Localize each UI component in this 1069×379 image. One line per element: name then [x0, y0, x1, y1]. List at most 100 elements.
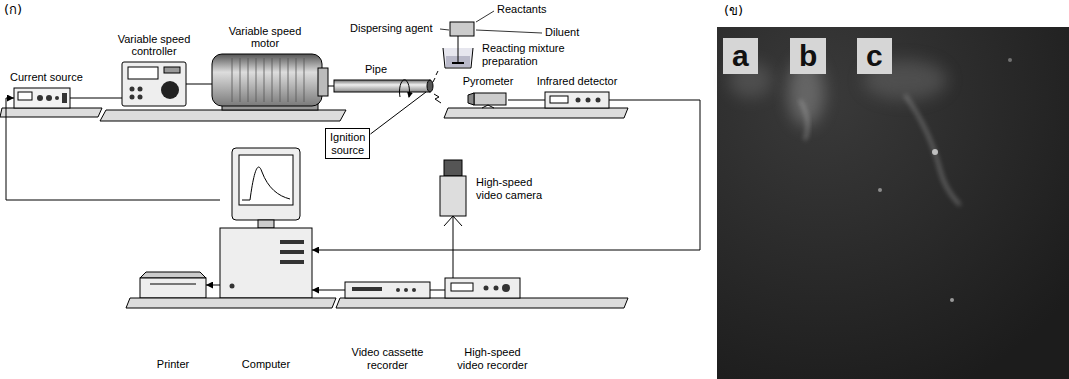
rotating-pipe-part	[400, 80, 410, 97]
recorder-devices-part	[404, 288, 408, 292]
box-label: Ignition source	[330, 131, 365, 156]
signal-wire	[206, 285, 220, 286]
current-source-device	[0, 88, 102, 117]
connector-layer-part	[6, 84, 700, 290]
speed-controller-device-part	[100, 110, 346, 121]
part-label: Reactants	[497, 3, 547, 16]
computer-device-part	[242, 167, 290, 200]
signal-wire	[312, 100, 700, 250]
flame-photo-part	[800, 100, 808, 140]
leader-lines-part	[440, 29, 449, 30]
computer-device-part	[232, 148, 300, 220]
detector-device-part	[586, 98, 591, 103]
flame-photo-part	[717, 27, 1069, 379]
leader-lines-part	[476, 11, 494, 22]
recorder-devices-part	[451, 283, 473, 291]
pyrometer: Pyrometer	[468, 92, 508, 106]
motor-device-part	[232, 58, 304, 102]
recorder-devices-part	[412, 288, 416, 292]
flame-photo-part	[1008, 58, 1012, 62]
mixture-beaker-part	[434, 94, 441, 103]
computer: Computer	[220, 148, 312, 298]
speed-controller-device-part	[130, 87, 135, 92]
signal-wire	[430, 290, 445, 291]
recorder-devices-part	[502, 284, 510, 292]
rotating-pipe-part	[427, 80, 433, 92]
rotating-pipe	[334, 80, 433, 97]
motor-device	[212, 54, 328, 110]
recorder-devices	[336, 278, 628, 308]
recorder-devices-part	[345, 282, 430, 298]
computer-device-part	[280, 240, 304, 244]
speed-controller-device-part	[138, 95, 143, 100]
recorder-devices-part	[484, 286, 489, 291]
leader-lines-part	[476, 30, 542, 33]
current-source-device-part	[37, 95, 43, 101]
mixture-beaker-part	[458, 36, 459, 64]
rotating-pipe-part	[334, 80, 430, 92]
equipment-label: Variable speed controller	[109, 33, 199, 58]
signal-wire	[453, 226, 454, 278]
pyrometer-device	[444, 93, 628, 118]
detector-device	[545, 92, 609, 108]
detector-device-part	[550, 96, 568, 103]
signal-wire	[6, 98, 220, 200]
panel-letter: c	[866, 38, 883, 74]
infrared-detector: Infrared detector	[545, 92, 609, 108]
mixture-beaker-part	[452, 62, 464, 64]
speed-controller-device-part	[130, 95, 135, 100]
signal-wire	[70, 98, 122, 99]
current-source-device-part	[46, 95, 52, 101]
speed-controller-device-part	[128, 67, 158, 79]
panel-letter-box: b	[790, 38, 826, 74]
signal-wire	[186, 84, 212, 85]
recorder-devices-part	[352, 287, 382, 291]
motor-device-part	[318, 68, 328, 96]
signal-wire	[312, 290, 345, 291]
detector-device-part	[596, 98, 601, 103]
motor-device-part	[212, 54, 322, 106]
recorder-devices-part	[396, 288, 400, 292]
panel-letter: a	[732, 38, 749, 74]
speed-controller-device-part	[122, 62, 186, 106]
equipment-label: Infrared detector	[531, 75, 623, 88]
equipment-label: Computer	[226, 358, 306, 371]
current-source-device-part	[18, 92, 32, 100]
camera-device-part	[444, 160, 462, 176]
detector-device-part	[545, 92, 609, 108]
equipment-label: Variable speed motor	[220, 25, 310, 50]
pyrometer-device-part	[468, 93, 474, 105]
mixture-beaker-part	[433, 71, 438, 82]
equipment-label: High-speed video camera	[476, 176, 546, 201]
panel-label: (ก)	[4, 3, 22, 18]
pipe: Pipe	[334, 80, 430, 92]
equipment-label: Pipe	[356, 63, 396, 76]
camera-device-part	[440, 176, 466, 216]
equipment-label: Video cassette recorder	[343, 346, 433, 371]
computer-device-part	[258, 220, 274, 228]
camera-device	[440, 160, 466, 226]
flame-photo-part	[905, 95, 960, 205]
flame-photo-part	[950, 298, 954, 302]
equipment-label: Reacting mixture preparation	[482, 42, 577, 67]
panel-letter-box: a	[723, 38, 758, 74]
printer-device	[126, 272, 336, 308]
computer-device-part	[280, 260, 304, 264]
equipment-label: High-speed video recorder	[453, 346, 533, 371]
video-camera: High-speed video camera	[438, 160, 468, 226]
pyrometer-device-part	[482, 105, 494, 108]
recorder-devices-part	[494, 286, 499, 291]
printer-device-part	[140, 278, 206, 298]
computer-device-part	[230, 284, 235, 289]
pyrometer-device-part	[444, 108, 628, 118]
flame-photo-part	[878, 188, 882, 192]
motor: Variable speed motor	[212, 54, 328, 106]
current-source-device-part	[55, 96, 59, 100]
video-recorder: High-speed video recorder	[445, 278, 520, 298]
printer-device-part	[126, 298, 336, 308]
signal-wire	[328, 86, 334, 87]
speed-controller-device-part	[164, 67, 180, 73]
recorder-devices-part	[336, 298, 628, 308]
cassette-recorder: Video cassette recorder	[345, 282, 430, 298]
